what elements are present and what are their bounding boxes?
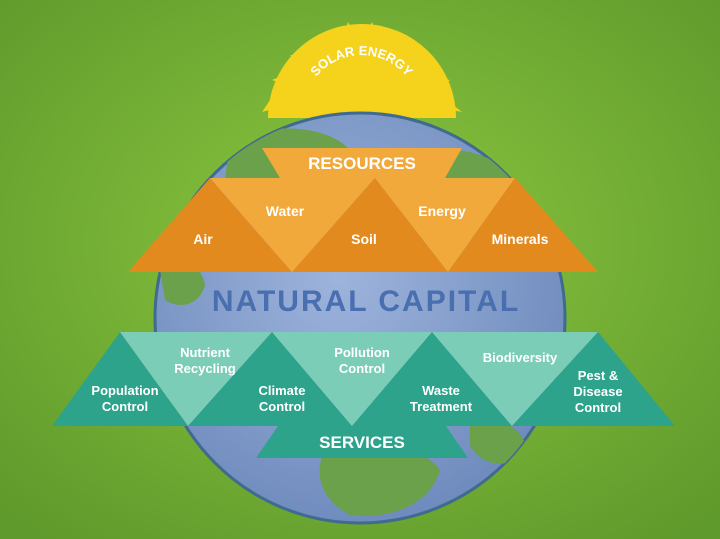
service-tile-pest xyxy=(512,332,675,426)
service-tile-population xyxy=(52,332,188,426)
resource-tile-water xyxy=(210,178,375,272)
service-pest-line3: Control xyxy=(575,400,621,415)
service-biodiversity: Biodiversity xyxy=(483,350,558,365)
service-tile-biodiversity xyxy=(432,332,598,426)
service-nutrient-line1: Nutrient xyxy=(180,345,231,360)
service-tile-pollution xyxy=(272,332,432,426)
service-pest-line2: Disease xyxy=(573,384,622,399)
natural-capital-title: NATURAL CAPITAL xyxy=(212,285,520,318)
service-climate-line2: Control xyxy=(259,399,305,414)
resource-tile-energy xyxy=(375,178,515,272)
services-group: SERVICES Population Control Nutrient Rec… xyxy=(52,332,675,458)
service-population-line1: Population xyxy=(91,383,158,398)
resource-air: Air xyxy=(193,231,213,247)
continent-southeast xyxy=(470,419,526,464)
resources-banner xyxy=(262,148,462,178)
resource-energy: Energy xyxy=(418,203,466,219)
service-waste-line2: Treatment xyxy=(410,399,473,414)
service-nutrient-line2: Recycling xyxy=(174,361,235,376)
resources-group: RESOURCES Air Water Soil Energy Minerals xyxy=(128,148,598,272)
service-pollution-line2: Control xyxy=(339,361,385,376)
resource-tile-air xyxy=(128,178,292,272)
service-pollution-line1: Pollution xyxy=(334,345,390,360)
resource-water: Water xyxy=(266,203,305,219)
sun-disc xyxy=(268,24,456,118)
service-tile-nutrient xyxy=(120,332,272,426)
resources-title: RESOURCES xyxy=(308,154,416,173)
resource-tile-soil xyxy=(292,178,448,272)
services-title: SERVICES xyxy=(319,433,405,452)
services-banner xyxy=(256,426,468,458)
service-population-line2: Control xyxy=(102,399,148,414)
service-climate-line1: Climate xyxy=(259,383,306,398)
resource-minerals: Minerals xyxy=(492,231,549,247)
service-pest-line1: Pest & xyxy=(578,368,618,383)
service-waste-line1: Waste xyxy=(422,383,460,398)
sun: SOLAR ENERGY xyxy=(262,22,462,118)
resource-soil: Soil xyxy=(351,231,377,247)
service-tile-climate xyxy=(188,332,352,426)
service-tile-waste xyxy=(352,332,512,426)
resource-tile-minerals xyxy=(448,178,598,272)
